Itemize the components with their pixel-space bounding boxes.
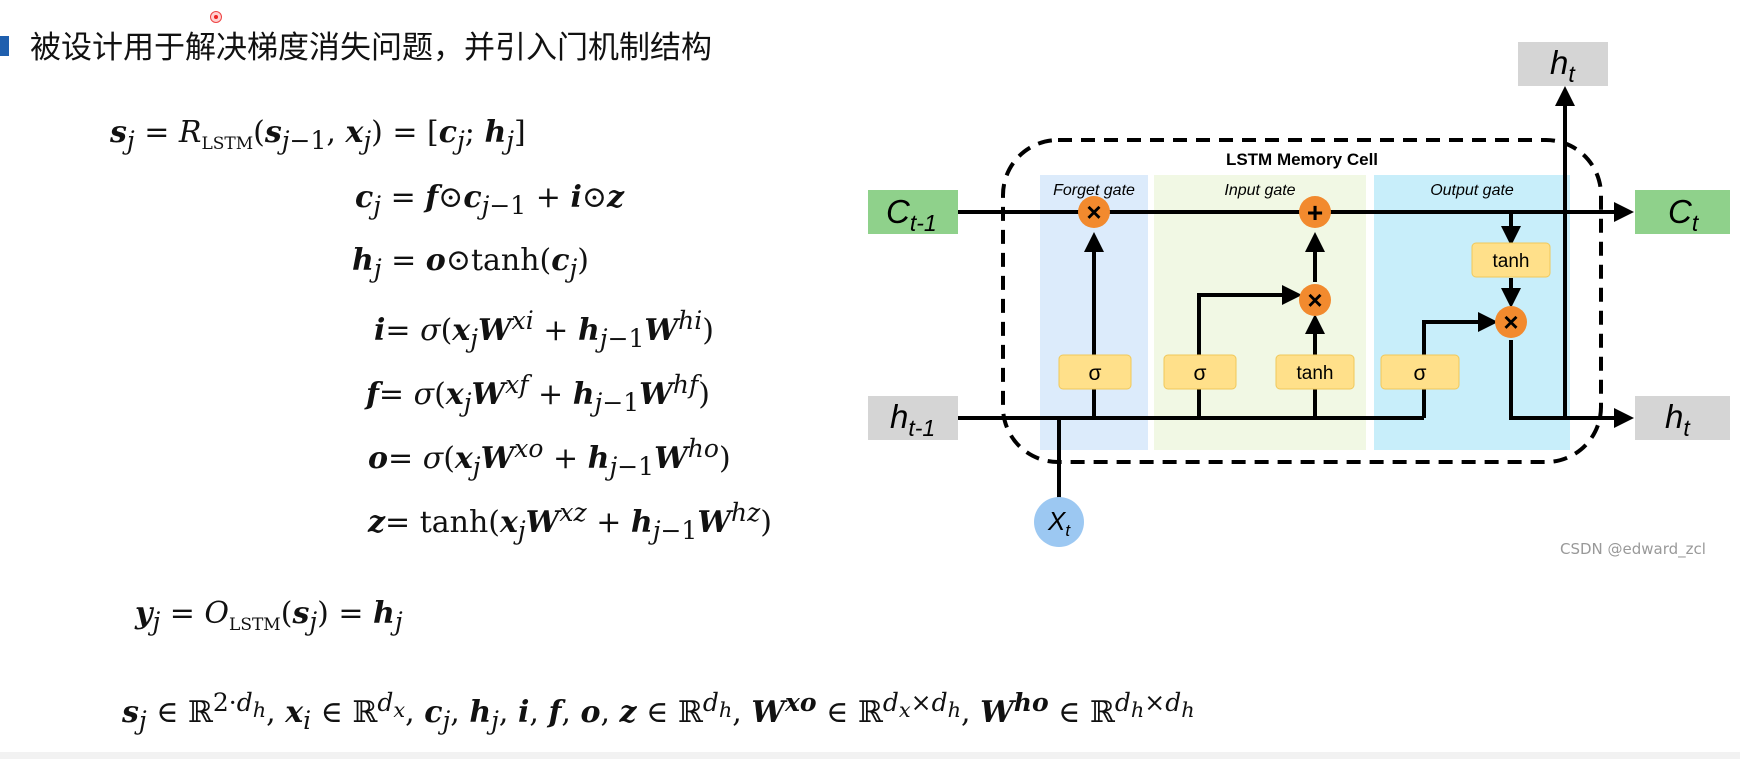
hidden-output-line bbox=[1509, 340, 1634, 428]
bullet-marker bbox=[0, 36, 9, 56]
equation-state: sj = RLSTM(sj−1, xj) = [cj; hj] bbox=[110, 115, 526, 155]
svg-text:ht-1: ht-1 bbox=[890, 398, 935, 441]
svg-text:+: + bbox=[1307, 197, 1323, 228]
c-prev-box: Ct-1 bbox=[868, 190, 958, 236]
forget-gate-label: Forget gate bbox=[1053, 182, 1135, 199]
input-gate-region bbox=[1154, 175, 1366, 450]
svg-text:tanh: tanh bbox=[1493, 251, 1530, 272]
svg-text:Ct-1: Ct-1 bbox=[886, 193, 937, 236]
h-top-box: ht bbox=[1518, 42, 1608, 87]
input-gate-label: Input gate bbox=[1224, 182, 1295, 199]
watermark: CSDN @edward_zcl bbox=[1560, 540, 1706, 558]
svg-text:tanh: tanh bbox=[1297, 363, 1334, 384]
svg-text:Ct: Ct bbox=[1668, 193, 1700, 236]
h-next-box: ht bbox=[1635, 396, 1730, 441]
input-sigma-box: σ bbox=[1163, 354, 1237, 390]
output-gate-label: Output gate bbox=[1430, 182, 1514, 199]
output-sigma-box: σ bbox=[1380, 354, 1460, 390]
output-multiply-icon: × bbox=[1495, 306, 1527, 338]
x-input-circle: Xt bbox=[1034, 497, 1084, 547]
c-next-box: Ct bbox=[1635, 190, 1730, 236]
cursor-pointer-dot bbox=[210, 11, 222, 23]
svg-text:σ: σ bbox=[1089, 362, 1102, 385]
equation-dimensions: sj ∈ ℝ2·dh, xi ∈ ℝdx, cj, hj, i, f, o, z… bbox=[122, 688, 1195, 735]
equation-output-gate: o= σ(xjWxo + hj−1Who) bbox=[368, 434, 731, 481]
svg-text:×: × bbox=[1086, 197, 1101, 227]
svg-text:Xt: Xt bbox=[1047, 506, 1071, 540]
svg-text:ht: ht bbox=[1665, 398, 1691, 441]
svg-text:σ: σ bbox=[1414, 362, 1427, 385]
forget-multiply-icon: × bbox=[1078, 196, 1110, 228]
lstm-diagram: LSTM Memory Cell Forget gate Input gate … bbox=[868, 42, 1730, 547]
input-multiply-icon: × bbox=[1299, 284, 1331, 316]
svg-text:×: × bbox=[1503, 307, 1518, 337]
forget-sigma-box: σ bbox=[1058, 354, 1132, 390]
memory-cell-title: LSTM Memory Cell bbox=[1226, 150, 1378, 169]
svg-text:ht: ht bbox=[1550, 44, 1576, 87]
equation-candidate: z= tanh(xjWxz + hj−1Whz) bbox=[368, 498, 773, 545]
equation-hidden: hj = o⊙tanh(cj) bbox=[352, 243, 590, 283]
input-tanh-box: tanh bbox=[1275, 354, 1355, 390]
svg-text:σ: σ bbox=[1194, 362, 1207, 385]
equation-cell: cj = f⊙cj−1 + i⊙z bbox=[355, 180, 625, 220]
output-gate-region bbox=[1374, 175, 1570, 450]
equation-input-gate: i= σ(xjWxi + hj−1Whi) bbox=[374, 306, 714, 353]
equation-forget-gate: f= σ(xjWxf + hj−1Whf) bbox=[366, 370, 710, 417]
slide-heading: 被设计用于解决梯度消失问题，并引入门机制结构 bbox=[30, 30, 712, 66]
h-prev-box: ht-1 bbox=[868, 396, 958, 441]
cell-add-icon: + bbox=[1299, 196, 1331, 228]
memory-cell-boundary bbox=[1001, 138, 1603, 464]
svg-text:×: × bbox=[1307, 285, 1322, 315]
bottom-bar bbox=[0, 752, 1740, 759]
equation-output: yj = OLSTM(sj) = hj bbox=[135, 596, 403, 636]
output-tanh-box: tanh bbox=[1471, 242, 1551, 278]
